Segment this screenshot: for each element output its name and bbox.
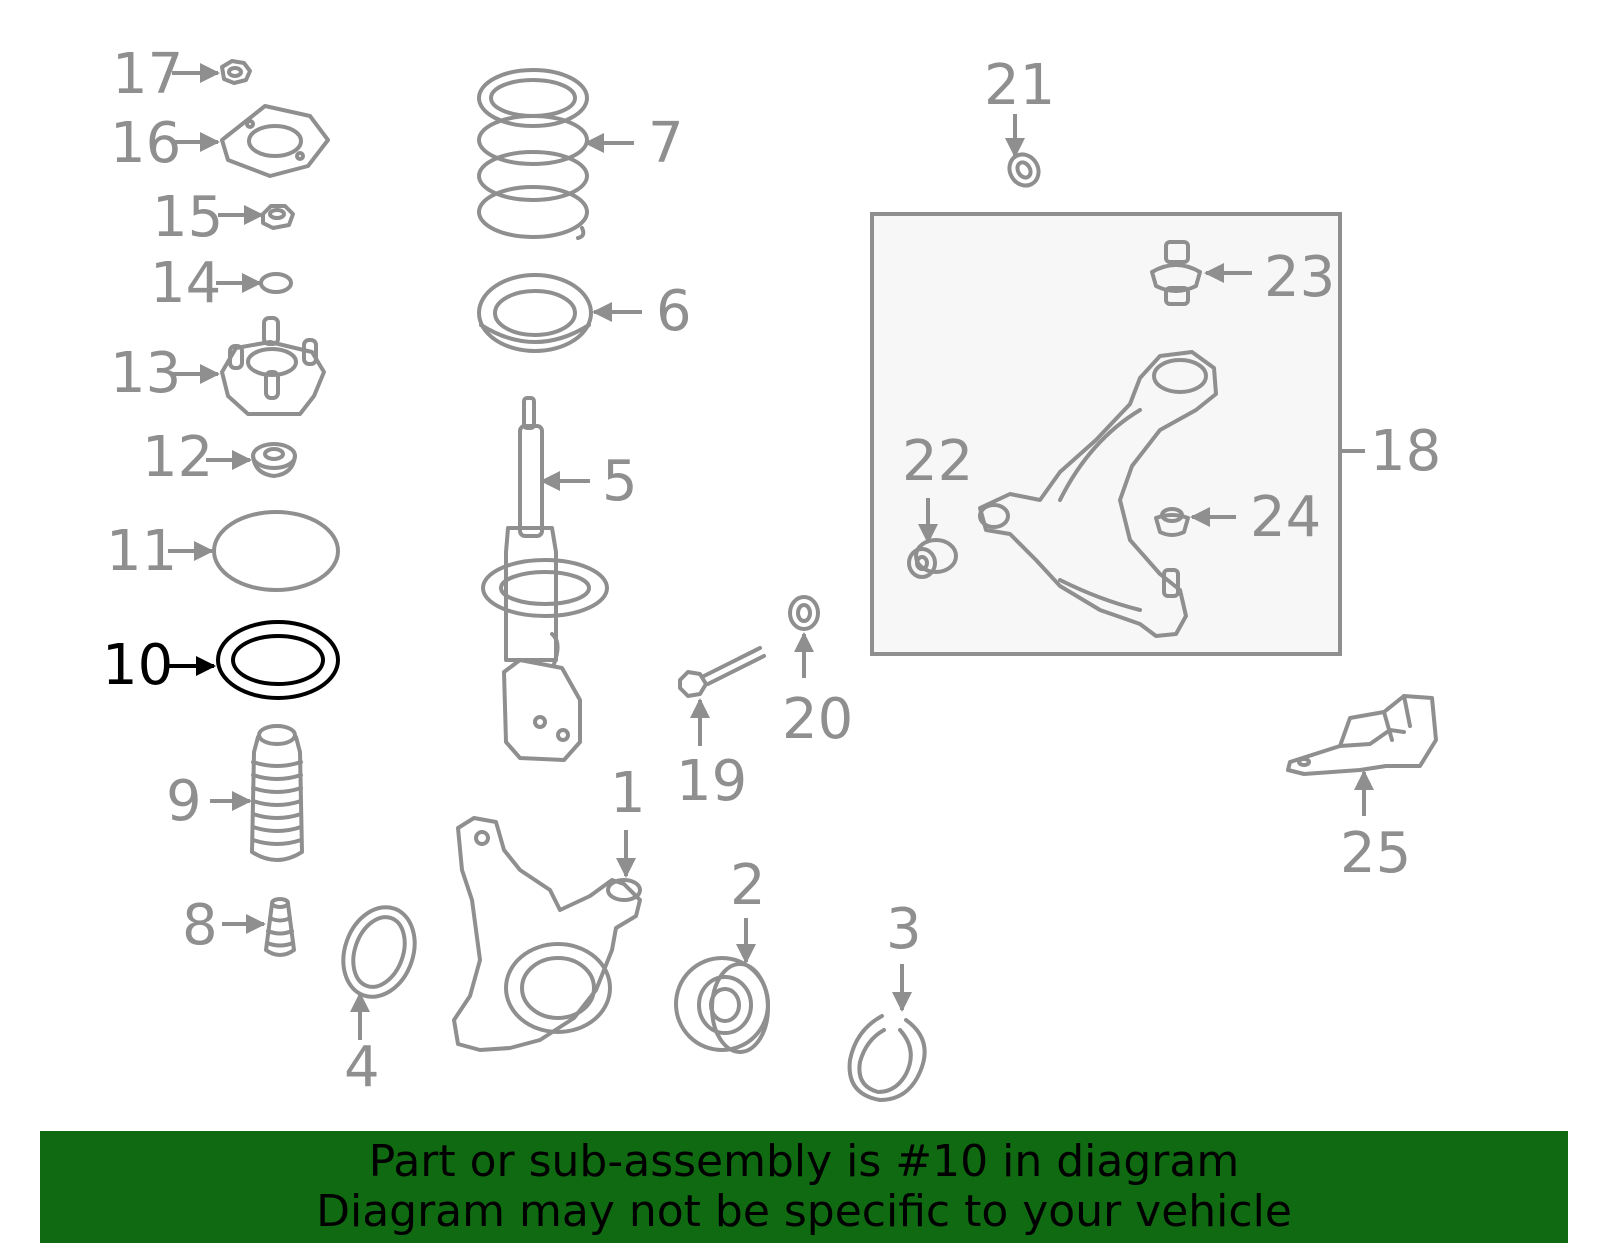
callout-16: 16 xyxy=(110,111,181,176)
banner-line-2: Diagram may not be specific to your vehi… xyxy=(316,1186,1292,1237)
callout-7: 7 xyxy=(648,111,684,176)
callout-6: 6 xyxy=(656,279,692,344)
part-13-strut-mount xyxy=(220,316,326,416)
part-21-washer xyxy=(1007,152,1041,188)
part-10-highlighted-ring xyxy=(216,620,340,700)
part-15-nut xyxy=(261,204,295,230)
part-24-bushing xyxy=(1154,507,1190,537)
callout-5: 5 xyxy=(602,449,638,514)
part-11-large-ring xyxy=(212,510,340,592)
part-16-mount-plate xyxy=(220,104,330,178)
part-4-seal xyxy=(341,905,417,999)
part-2-wheel-bearing xyxy=(674,956,770,1054)
part-25-bracket xyxy=(1286,694,1438,776)
callout-12: 12 xyxy=(142,425,213,490)
callout-3: 3 xyxy=(886,897,922,962)
part-9-dust-boot xyxy=(250,724,304,862)
part-3-snap-ring xyxy=(847,1014,927,1102)
callout-15: 15 xyxy=(152,185,223,250)
part-8-bump-stop xyxy=(264,897,296,957)
part-1-steering-knuckle xyxy=(452,816,642,1052)
callout-25: 25 xyxy=(1340,821,1411,886)
callout-14: 14 xyxy=(150,251,221,316)
banner-line-1: Part or sub-assembly is #10 in diagram xyxy=(368,1136,1240,1187)
part-23-bushing xyxy=(1150,240,1202,306)
part-12-bushing xyxy=(251,442,297,478)
callout-2: 2 xyxy=(730,853,766,918)
callout-20: 20 xyxy=(782,687,853,752)
part-19-bolt xyxy=(678,646,766,698)
callout-10: 10 xyxy=(102,633,173,698)
callout-19: 19 xyxy=(676,749,747,814)
callout-13: 13 xyxy=(110,341,181,406)
callout-23: 23 xyxy=(1264,245,1335,310)
part-7-coil-spring xyxy=(477,68,589,240)
part-5-strut xyxy=(481,396,609,762)
callout-4: 4 xyxy=(344,1035,380,1100)
callout-8: 8 xyxy=(182,893,218,958)
callout-21: 21 xyxy=(984,53,1055,118)
control-arm xyxy=(978,350,1218,638)
part-6-spring-seat xyxy=(477,273,593,353)
part-17-nut xyxy=(220,59,252,85)
callout-17: 17 xyxy=(112,42,183,107)
part-20-bushing xyxy=(788,595,820,631)
callout-22: 22 xyxy=(902,429,973,494)
callout-1: 1 xyxy=(610,761,646,826)
part-14-o-ring xyxy=(259,272,293,294)
callout-18: 18 xyxy=(1370,419,1441,484)
callout-11: 11 xyxy=(106,519,177,584)
info-banner: Part or sub-assembly is #10 in diagram D… xyxy=(40,1131,1568,1243)
callout-9: 9 xyxy=(166,769,202,834)
callout-24: 24 xyxy=(1250,485,1321,550)
